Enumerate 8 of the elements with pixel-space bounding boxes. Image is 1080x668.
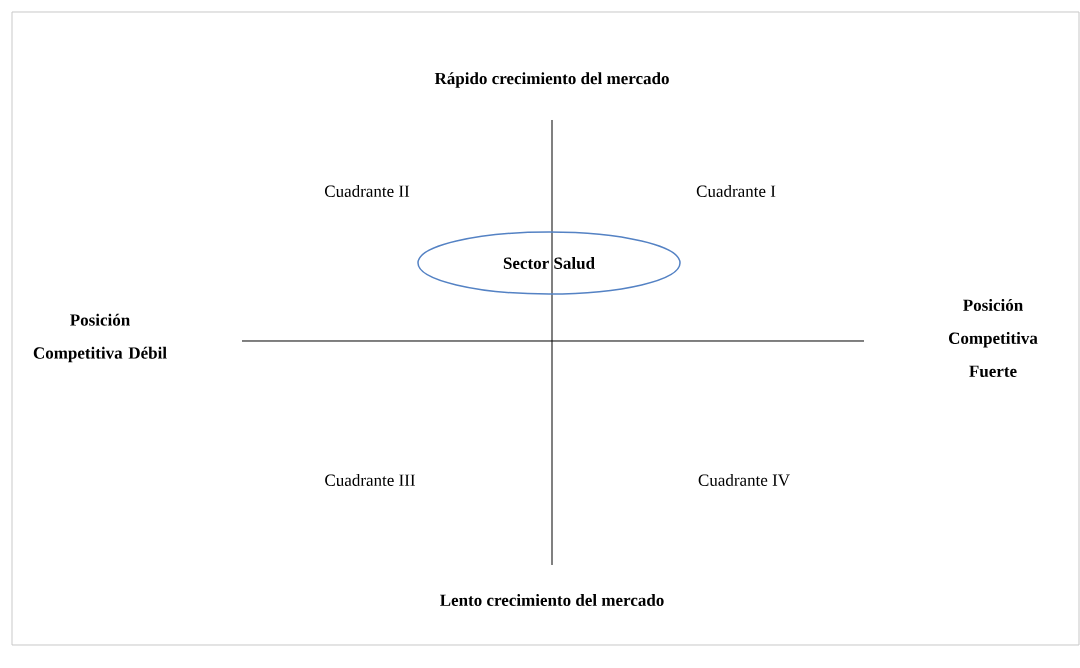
quadrant-label: Cuadrante II bbox=[325, 185, 410, 197]
quadrant-label: Cuadrante I bbox=[696, 185, 776, 197]
quadrant-label: Cuadrante IV bbox=[698, 473, 790, 486]
axis-label: Posición Competitiva Débil bbox=[33, 313, 167, 363]
quadrant-label: Cuadrante III bbox=[325, 474, 415, 486]
axis-label: Lento crecimiento del mercado bbox=[440, 594, 664, 606]
axis-label: Posición Competitiva Fuerte bbox=[949, 299, 1038, 377]
axis-label: Rápido crecimiento del mercado bbox=[434, 72, 669, 88]
